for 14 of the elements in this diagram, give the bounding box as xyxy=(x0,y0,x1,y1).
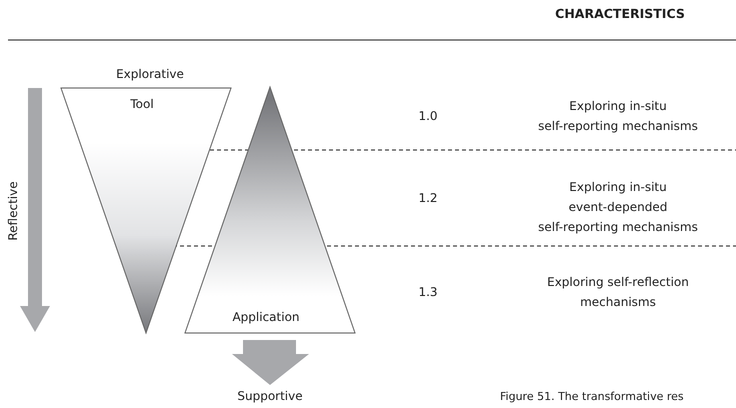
shape-label: Application xyxy=(232,309,300,326)
version-number: 1.2 xyxy=(418,190,438,207)
version-number: 1.3 xyxy=(418,284,438,301)
triangle xyxy=(185,87,355,333)
figure-caption: Figure 51. The transformative res xyxy=(500,390,684,403)
characteristic-text: Exploring self-reflection mechanisms xyxy=(546,274,690,311)
heading-label: Explorative xyxy=(116,66,184,83)
characteristic-text: Exploring in-situ self-reporting mechanisms xyxy=(537,98,699,135)
axis-label: Reflective xyxy=(6,181,20,241)
version-number: 1.0 xyxy=(418,108,438,125)
characteristic-text: Exploring in-situ event-depended self-reporting mechanisms xyxy=(537,179,699,236)
shape-label: Tool xyxy=(130,96,154,113)
axis-label: Supportive xyxy=(237,388,303,405)
column-header: CHARACTERISTICS xyxy=(555,5,685,23)
